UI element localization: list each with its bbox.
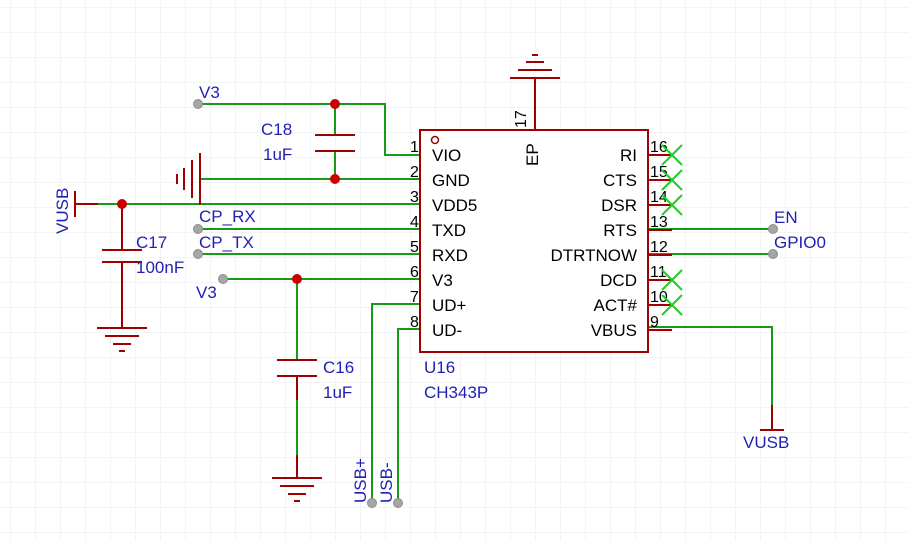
pin-name-left: RXD	[432, 246, 468, 265]
junction-c17	[117, 199, 127, 209]
capacitor-c17[interactable]	[102, 204, 142, 328]
ic-part-number: CH343P	[424, 383, 488, 402]
pin-number-right: 10	[650, 289, 668, 306]
c17-ground-symbol	[97, 327, 147, 352]
no-connect-icon	[661, 194, 683, 216]
pin-number-right: 9	[650, 314, 659, 331]
pin-stubs	[648, 154, 672, 331]
pin-name-right: DSR	[601, 196, 637, 215]
net-port-en[interactable]	[768, 224, 778, 234]
net-port-cp-rx[interactable]	[193, 224, 203, 234]
net-label-vusb-right: VUSB	[743, 433, 789, 452]
pin-name-right: CTS	[603, 171, 637, 190]
net-label-v3-pin6: V3	[196, 283, 217, 302]
pin-name-left: TXD	[432, 221, 466, 240]
pin-name-left: UD-	[432, 321, 462, 340]
net-port-v3-top[interactable]	[193, 99, 203, 109]
no-connect-icon	[661, 294, 683, 316]
pin-name-left: VIO	[432, 146, 461, 165]
net-port-usb-plus[interactable]	[367, 498, 377, 508]
pin-name-right: ACT#	[594, 296, 638, 315]
pin-number-left: 3	[410, 189, 419, 206]
junction-c18-bottom	[330, 174, 340, 184]
net-label-cp-rx: CP_RX	[199, 207, 256, 226]
no-connect-icon	[661, 144, 683, 166]
pin-name-right: DTRTNOW	[550, 246, 637, 265]
net-port-v3-pin6[interactable]	[218, 274, 228, 284]
c16-ground-symbol	[272, 477, 322, 502]
pin-number-left: 2	[410, 164, 419, 181]
junction-c16	[292, 274, 302, 284]
pin-number-right: 13	[650, 214, 668, 231]
pin-labels: 1 VIO 2 GND 3 VDD5 4 TXD 5 RXD 6 V3 7 UD+ 8 UD- 16 RI 15 CT…	[410, 139, 668, 340]
wire-usb-minus[interactable]	[397, 328, 420, 503]
wires	[98, 103, 773, 503]
pin-number-left: 8	[410, 314, 419, 331]
pin-name-left: V3	[432, 271, 453, 290]
c17-value: 100nF	[136, 258, 184, 277]
no-connect-marks	[661, 144, 683, 316]
pin-name-left: VDD5	[432, 196, 477, 215]
wire-v3-vio[interactable]	[198, 103, 420, 156]
wire-usb-plus[interactable]	[371, 303, 420, 503]
c17-reference: C17	[136, 233, 167, 252]
pin-number-left: 4	[410, 214, 419, 231]
pin1-marker-icon	[430, 135, 440, 145]
pin-name-right: RTS	[603, 221, 637, 240]
vusb-left-symbol	[74, 191, 98, 217]
net-label-usb-minus: USB-	[377, 462, 396, 503]
net-port-usb-minus[interactable]	[393, 498, 403, 508]
ep-pin-name: EP	[523, 143, 542, 166]
net-label-vusb-left: VUSB	[53, 188, 72, 234]
net-port-gpio0[interactable]	[768, 249, 778, 259]
net-label-gpio0: GPIO0	[774, 233, 826, 252]
pin-name-left: GND	[432, 171, 470, 190]
junction-c18-top	[330, 99, 340, 109]
pin-number-right: 11	[650, 264, 667, 281]
no-connect-icon	[661, 269, 683, 291]
pin-number-right: 16	[650, 139, 668, 156]
net-label-cp-tx: CP_TX	[199, 233, 254, 252]
pin-number-right: 14	[650, 189, 668, 206]
net-label-en: EN	[774, 208, 798, 227]
pin-name-left: UD+	[432, 296, 467, 315]
capacitor-c18[interactable]	[315, 134, 355, 152]
ic-reference: U16	[424, 358, 455, 377]
pin-name-right: VBUS	[591, 321, 637, 340]
net-label-v3-top: V3	[199, 83, 220, 102]
wire-vbus-vusb[interactable]	[648, 326, 773, 405]
pin-number-left: 1	[410, 139, 419, 156]
c16-value: 1uF	[323, 383, 352, 402]
pin-number-left: 6	[410, 264, 419, 281]
pin-number-right: 15	[650, 164, 668, 181]
c16-reference: C16	[323, 358, 354, 377]
gnd-symbol-left	[176, 153, 201, 205]
pin-number-right: 12	[650, 239, 668, 256]
no-connect-icon	[661, 169, 683, 191]
pin-number-left: 7	[410, 289, 419, 306]
c18-value: 1uF	[263, 145, 292, 164]
ep-ground-symbol	[510, 54, 560, 79]
net-label-usb-plus: USB+	[351, 458, 370, 503]
capacitor-c16[interactable]	[277, 359, 317, 478]
vusb-right-symbol	[760, 405, 784, 431]
pin-name-right: DCD	[600, 271, 637, 290]
c18-reference: C18	[261, 120, 292, 139]
net-port-cp-tx[interactable]	[193, 249, 203, 259]
pin-number-left: 5	[410, 239, 419, 256]
pin-name-right: RI	[620, 146, 637, 165]
ep-pin-number: 17	[513, 110, 530, 128]
